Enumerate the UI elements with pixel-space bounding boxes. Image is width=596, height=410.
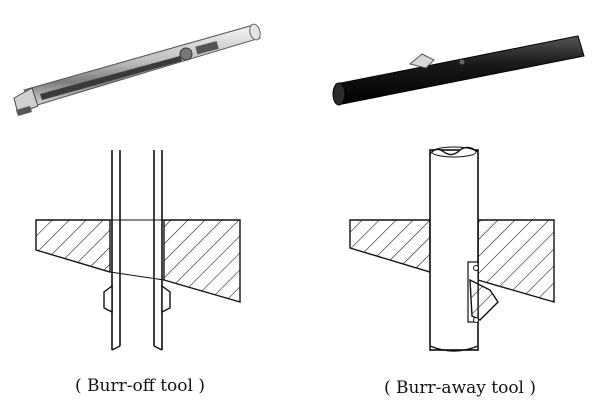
tool-shaft	[429, 149, 479, 351]
burr-away-tool-diagram	[349, 146, 555, 352]
burr-off-tool-photo	[13, 23, 261, 116]
caption-burr-off-tool: ( Burr-off tool )	[75, 376, 205, 396]
burr-away-tool-photo	[332, 35, 585, 106]
caption-burr-away-tool: ( Burr-away tool )	[383, 378, 537, 398]
workpiece-left-section	[35, 219, 111, 273]
cutter-blade-right	[161, 284, 171, 314]
workpiece-left-section	[349, 219, 431, 273]
burr-off-tool-diagram	[35, 150, 241, 351]
cutter-blade	[469, 278, 499, 321]
cutter-blade-left	[103, 284, 113, 314]
workpiece-right-section	[163, 219, 241, 303]
